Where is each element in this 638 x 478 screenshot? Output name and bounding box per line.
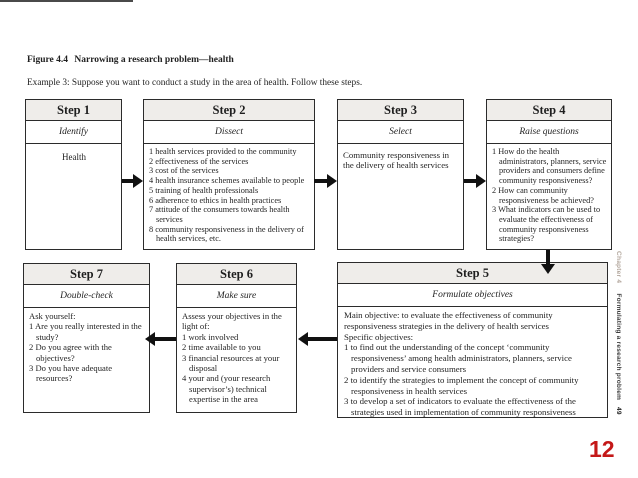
- flowchart-box-step4: Step 4 Raise questions 1 How do the heal…: [486, 99, 612, 250]
- step1-subtitle: Identify: [26, 121, 121, 144]
- chapter-label: Chapter 4: [615, 251, 622, 284]
- step4-header: Step 4: [487, 100, 611, 121]
- step3-header: Step 3: [338, 100, 463, 121]
- flowchart-box-step2: Step 2 Dissect 1 health services provide…: [143, 99, 315, 250]
- list-item: 3 What indicators can be used to evaluat…: [492, 205, 601, 244]
- step7-list: 1 Are you really interested in the study…: [29, 321, 145, 383]
- list-item: 1 health services provided to the commun…: [149, 147, 297, 156]
- figure-caption: Figure 4.4 Narrowing a research problem—…: [27, 55, 234, 65]
- step2-subtitle: Dissect: [144, 121, 314, 144]
- list-item: 1 to find out the understanding of the c…: [344, 342, 572, 374]
- figure-title: Narrowing a research problem—health: [74, 55, 234, 65]
- list-item: 2 Do you agree with the objectives?: [29, 342, 112, 363]
- list-item: 7 attitude of the consumers towards heal…: [149, 205, 290, 224]
- flowchart-box-step3: Step 3 Select Community responsiveness i…: [337, 99, 464, 250]
- book-page-number: 49: [615, 407, 622, 415]
- step5-header: Step 5: [338, 263, 607, 284]
- step6-body: Assess your objectives in the light of: …: [177, 308, 296, 405]
- list-item: 3 to develop a set of indicators to eval…: [344, 396, 576, 418]
- list-item: 1 How do the health administrators, plan…: [492, 147, 607, 186]
- step4-list: 1 How do the health administrators, plan…: [487, 144, 611, 244]
- list-item: 2 time available to you: [182, 342, 261, 353]
- step7-header: Step 7: [24, 264, 149, 285]
- step3-subtitle: Select: [338, 121, 463, 144]
- list-item: 8 community responsiveness in the delive…: [149, 224, 304, 244]
- book-title: Formulating a research problem: [615, 293, 622, 401]
- list-item: 4 your and (your research supervisor’s) …: [182, 373, 271, 405]
- step6-subtitle: Make sure: [177, 285, 296, 308]
- list-item: 1 Are you really interested in the study…: [29, 321, 142, 342]
- flowchart-box-step1: Step 1 Identify Health: [25, 99, 122, 250]
- step4-subtitle: Raise questions: [487, 121, 611, 144]
- example-text: Example 3: Suppose you want to conduct a…: [27, 78, 363, 88]
- step7-body: Ask yourself: 1 Are you really intereste…: [24, 308, 149, 384]
- list-item: 2 to identify the strategies to implemen…: [344, 374, 579, 396]
- arrow-step3-to-step4: [464, 174, 486, 188]
- step5-list: 1 to find out the understanding of the c…: [344, 342, 601, 418]
- list-item: 4 health insurance schemes available to …: [149, 176, 305, 186]
- list-item: 1 work involved: [182, 331, 239, 342]
- step3-body: Community responsiveness in the delivery…: [343, 150, 450, 170]
- list-item: 3 financial resources at your disposal: [182, 352, 280, 374]
- page-margin-text: Chapter 4 Formulating a research problem…: [615, 251, 622, 416]
- scan-edge-line: [0, 0, 133, 2]
- list-item: Specific objectives:: [344, 331, 414, 342]
- step5-subtitle: Formulate objectives: [338, 284, 607, 307]
- arrow-step5-to-step6: [298, 332, 337, 346]
- margin-separator: [615, 287, 622, 289]
- step7-subtitle: Double-check: [24, 285, 149, 308]
- step1-body: Health: [62, 152, 86, 162]
- step5-body: Main objective: to evaluate the effectiv…: [338, 307, 607, 418]
- flowchart-box-step7: Step 7 Double-check Ask yourself: 1 Are …: [23, 263, 150, 413]
- list-item: 2 effectiveness of the services: [149, 156, 249, 166]
- step5-lead: Main objective: to evaluate the effectiv…: [344, 310, 601, 342]
- step7-intro: Ask yourself:: [29, 311, 76, 321]
- list-item: 2 How can community responsiveness be ac…: [492, 185, 594, 205]
- list-item: Main objective: to evaluate the effectiv…: [344, 310, 553, 331]
- arrow-step4-to-step5: [541, 250, 555, 274]
- step2-list: 1 health services provided to the commun…: [144, 144, 314, 244]
- list-item: 5 training of health professionals: [149, 185, 259, 195]
- flowchart-box-step6: Step 6 Make sure Assess your objectives …: [176, 263, 297, 413]
- step2-header: Step 2: [144, 100, 314, 121]
- figure-label: Figure 4.4: [27, 55, 68, 65]
- list-item: 6 adherence to ethics in health practice…: [149, 195, 282, 205]
- list-item: 3 cost of the services: [149, 166, 219, 176]
- arrow-step2-to-step3: [314, 174, 337, 188]
- arrow-step6-to-step7: [145, 332, 176, 346]
- step1-header: Step 1: [26, 100, 121, 121]
- step6-intro: Assess your objectives in the light of:: [182, 311, 282, 332]
- flowchart-box-step5: Step 5 Formulate objectives Main objecti…: [337, 262, 608, 418]
- slide-number: 12: [589, 436, 615, 462]
- list-item: 3 Do you have adequate resources?: [29, 363, 113, 384]
- step6-header: Step 6: [177, 264, 296, 285]
- arrow-step1-to-step2: [122, 174, 143, 188]
